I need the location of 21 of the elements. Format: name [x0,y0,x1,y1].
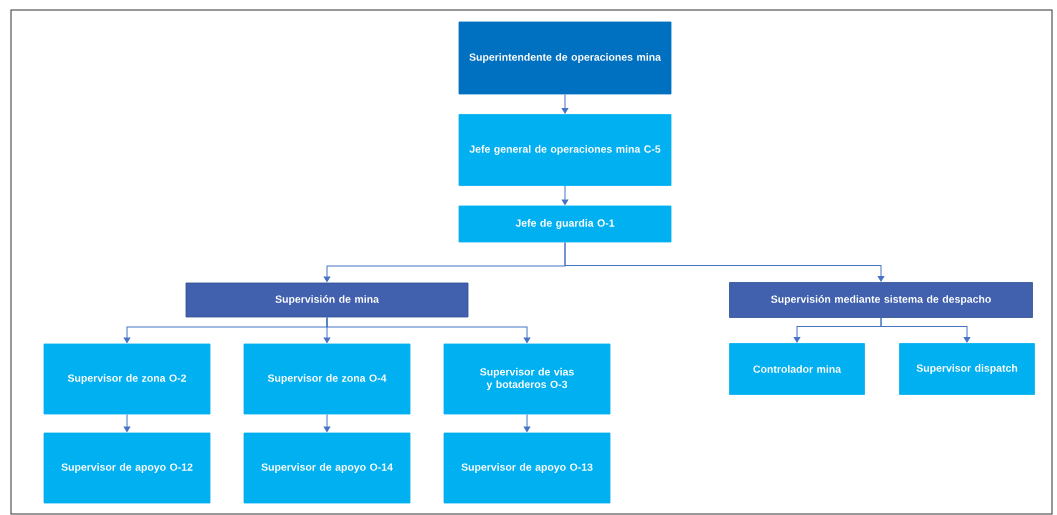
position-box: Controlador mina [729,343,865,395]
arrow [880,317,971,343]
position-box: Supervisor de apoyo O-14 [243,432,411,504]
position-box: Supervisor de vias y botaderos O-3 [443,343,611,415]
arrow [561,185,569,206]
arrow [564,241,885,282]
group-header-box: Supervisión mediante sistema de despacho [729,282,1033,318]
position-box: Supervisor de zona O-2 [43,343,211,415]
position-box: Supervisor dispatch [899,343,1035,395]
position-box: Supervisor de apoyo O-12 [43,432,211,504]
position-box: Jefe de guardia O-1 [458,205,672,243]
position-box: Supervisor de zona O-4 [243,343,411,415]
arrow [123,413,131,433]
arrow [326,316,531,344]
arrow [523,413,531,433]
position-box: Jefe general de operaciones mina C-5 [458,114,672,186]
position-box: Superintendente de operaciones mina [458,21,672,95]
position-box: Supervisor de apoyo O-13 [443,432,611,504]
arrow [323,413,331,433]
arrow [561,93,569,114]
group-header-box: Supervisión de mina [185,282,469,318]
